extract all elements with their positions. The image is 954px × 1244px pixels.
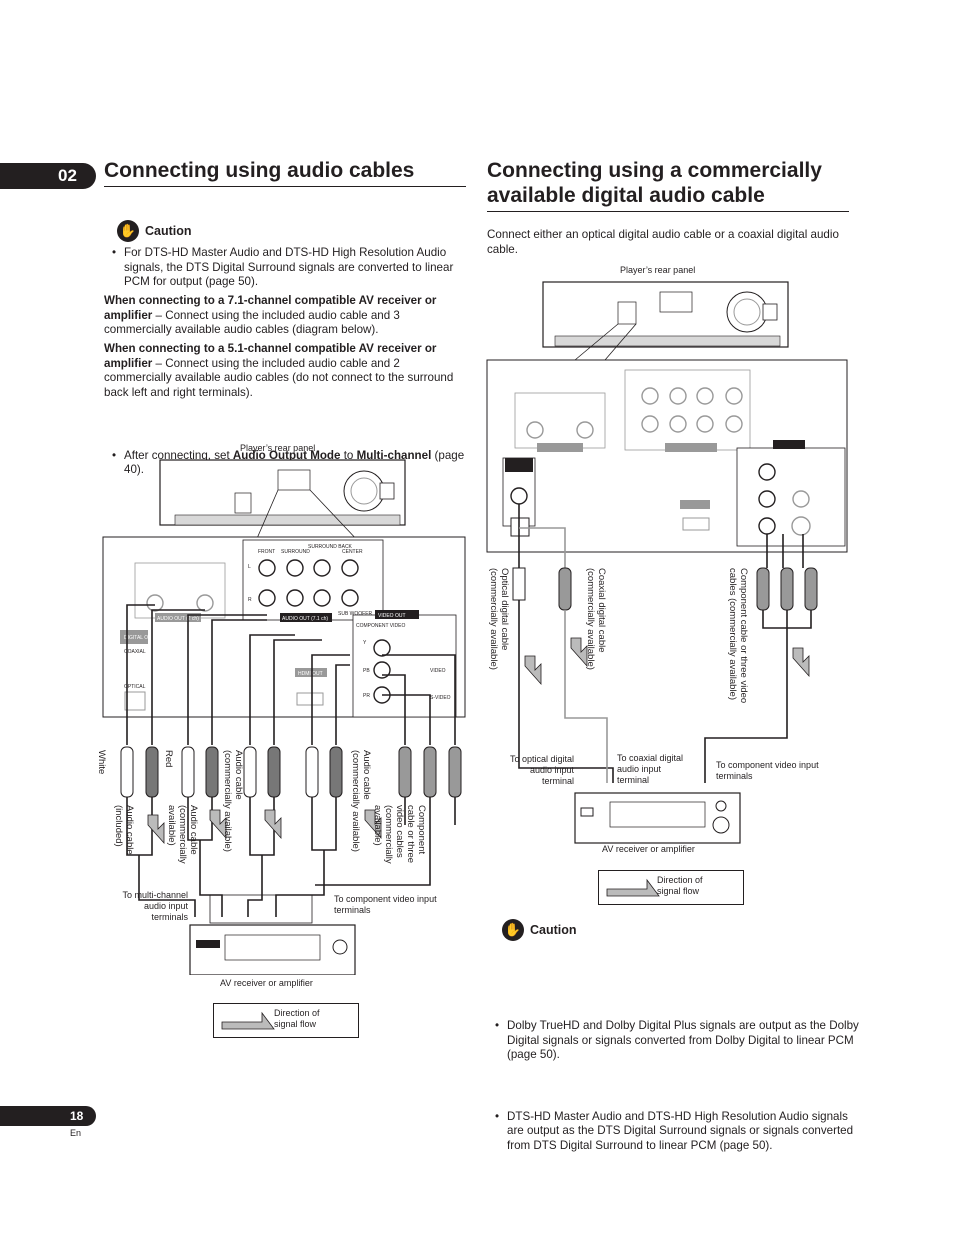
left-s-video: S-VIDEO <box>430 695 451 701</box>
left-audio-out-2ch: AUDIO OUT (2 ch) <box>157 616 199 622</box>
right-av-receiver-illustration <box>574 792 741 844</box>
left-direction-arrows <box>147 809 382 845</box>
left-to-multichannel: To multi-channel audio input terminals <box>122 890 188 922</box>
left-front: FRONT <box>258 549 275 555</box>
p1-rest: – Connect using the included audio cable… <box>104 308 400 337</box>
left-paragraph-71: When connecting to a 7.1-channel compati… <box>104 294 466 338</box>
p1-bold: When connecting to a 7.1-channel compati… <box>104 294 437 322</box>
right-connection-diagram <box>486 281 848 844</box>
left-player-illustration <box>159 459 406 526</box>
left-digital-out: DIGITAL OUT <box>124 635 155 641</box>
left-plugs <box>120 746 462 798</box>
legend-arrow-icon <box>221 1011 275 1030</box>
label-cable2: Audio cable (commercially available) <box>166 805 199 864</box>
left-connection-diagram: AUDIO OUT (2 ch) AUDIO OUT (7.1 ch) DIGI… <box>102 459 466 975</box>
left-pr: PR <box>363 693 370 699</box>
right-direction-arrows <box>524 637 810 686</box>
left-av-receiver-label: AV receiver or amplifier <box>220 978 313 988</box>
chapter-number: 02 <box>58 166 77 185</box>
left-component-video: COMPONENT VIDEO <box>356 623 405 629</box>
left-setting-bullet: After connecting, set Audio Output Mode … <box>110 449 480 478</box>
left-section-title-block: Connecting using audio cables <box>104 158 466 183</box>
right-plugs <box>512 567 818 611</box>
caution-hand-icon: ✋ <box>117 220 139 242</box>
left-surround: SURROUND <box>281 549 310 555</box>
label-cable3: Audio cable (commercially available) <box>222 750 244 852</box>
right-intro: Connect either an optical digital audio … <box>487 228 839 256</box>
right-caution-bullet-1: Dolby TrueHD and Dolby Digital Plus sign… <box>493 1019 863 1063</box>
left-optical: OPTICAL <box>124 684 146 690</box>
left-audio-out-71ch: AUDIO OUT (7.1 ch) <box>282 616 328 622</box>
left-r: R <box>248 597 252 603</box>
left-caution-bullet: For DTS-HD Master Audio and DTS-HD High … <box>110 246 480 290</box>
left-hdmi-out: HDMI OUT <box>298 671 323 677</box>
label-cable4: Audio cable (commercially available) <box>350 750 372 852</box>
right-section-title-block: Connecting using a commercially availabl… <box>487 158 849 208</box>
b2-mid: to <box>340 448 357 462</box>
left-l: L <box>248 564 251 570</box>
left-title-rule <box>104 186 466 187</box>
right-caution-bullet-2: DTS-HD Master Audio and DTS-HD High Reso… <box>493 1110 863 1154</box>
left-y: Y <box>363 640 367 646</box>
p2-rest: – Connect using the included audio cable… <box>104 356 454 399</box>
left-surround-back: SURROUND BACK <box>308 544 353 550</box>
left-direction-text: Direction of signal flow <box>274 1008 320 1029</box>
right-to-coaxial: To coaxial digital audio input terminal <box>617 753 684 785</box>
left-video: VIDEO <box>430 668 446 674</box>
label-white: White <box>96 750 107 775</box>
left-to-component: To component video input terminals <box>334 894 437 915</box>
left-rear-panel-label: Player’s rear panel <box>240 443 316 453</box>
right-title-rule <box>487 211 849 212</box>
right-caution-title: Caution <box>530 923 577 937</box>
page-number-tab: 18 <box>0 1106 96 1126</box>
left-coaxial: COAXIAL <box>124 649 146 655</box>
left-pb: PB <box>363 668 370 674</box>
p2-bold: When connecting to a 5.1-channel compati… <box>104 342 437 370</box>
left-sub-woofer: SUB WOOFER <box>338 611 373 617</box>
b2-bold2: Multi-channel <box>356 448 432 462</box>
chapter-tab: 02 <box>0 163 96 189</box>
right-direction-legend: Direction of signal flow <box>598 870 744 905</box>
left-section-title: Connecting using audio cables <box>104 159 415 182</box>
left-video-out: VIDEO OUT <box>378 613 406 619</box>
left-center: CENTER <box>342 549 363 555</box>
right-section-title: Connecting using a commercially availabl… <box>487 159 822 207</box>
left-paragraph-51: When connecting to a 5.1-channel compati… <box>104 342 466 400</box>
left-av-receiver-illustration <box>189 924 356 975</box>
right-panel-enlargement <box>486 359 848 553</box>
caution-hand-icon: ✋ <box>502 919 524 941</box>
label-component-cable: Component cable or three video cables (c… <box>727 568 749 704</box>
right-av-receiver-label: AV receiver or amplifier <box>602 844 695 854</box>
right-to-optical: To optical digital audio input terminal <box>509 754 574 786</box>
right-to-component: To component video input terminals <box>716 760 819 781</box>
page-number: 18 <box>70 1109 84 1123</box>
left-direction-legend: Direction of signal flow <box>213 1003 359 1038</box>
right-caution-heading: ✋ Caution <box>502 919 577 941</box>
left-panel-enlargement: AUDIO OUT (2 ch) AUDIO OUT (7.1 ch) DIGI… <box>102 536 466 718</box>
label-red: Red <box>163 750 174 768</box>
right-direction-text: Direction of signal flow <box>657 875 703 896</box>
left-caution-title: Caution <box>145 224 192 238</box>
label-cable1: Audio cable (included) <box>113 805 135 855</box>
legend-arrow-icon <box>606 878 660 897</box>
left-caution-heading: ✋ Caution <box>117 220 192 242</box>
label-optical-cable: Optical digital cable (commercially avai… <box>488 568 510 670</box>
b2-pre: After connecting, set <box>124 448 233 462</box>
b2-post: (page 40). <box>124 448 465 477</box>
b2-bold1: Audio Output Mode <box>232 448 341 462</box>
label-coaxial-cable: Coaxial digital cable (commercially avai… <box>585 568 607 670</box>
language-label: En <box>70 1128 82 1138</box>
right-rear-panel-label: Player’s rear panel <box>620 265 696 275</box>
right-player-illustration <box>542 281 789 348</box>
label-cable5: Component cable or three video cables (c… <box>372 805 427 864</box>
